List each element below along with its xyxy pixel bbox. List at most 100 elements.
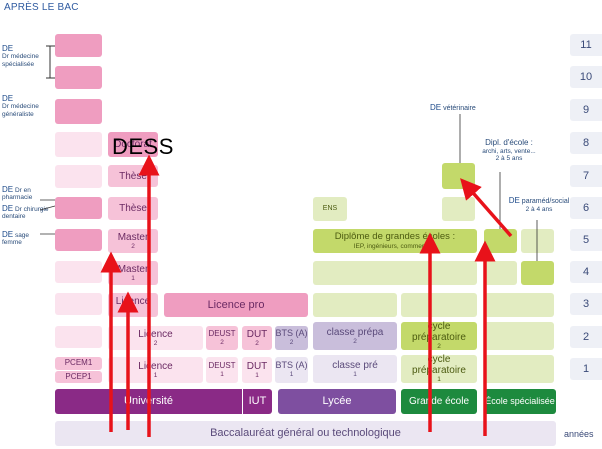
cycle-prep-y1: cycle préparatoire 1 [401,354,477,384]
side-text: Dr en pharmacie [2,187,33,202]
connector-lines [40,199,56,235]
dipl-ecole-years: 2 à 5 ans [495,155,523,163]
dut-y2-num: 2 [255,339,259,347]
ens-box: ENS [313,197,347,221]
year-label-1: 1 [570,358,602,380]
classe-pre-y1: classe pré 1 [313,355,397,383]
bar-grande-ecole: Grande école [401,389,477,414]
dut-y1: DUT 1 [242,357,272,383]
med-block-y3 [55,293,102,315]
bar-iut-label: IUT [248,395,267,408]
es-block-y6 [442,197,475,221]
bts-y2: BTS (A) 2 [275,326,308,350]
pcem1-label: PCEM1 [64,358,93,368]
med-block-y11 [55,34,102,57]
de-label: DE [2,185,14,194]
side-text: Dr médecine spécialisée [2,53,39,68]
cycle-prep-y1-title: cycle préparatoire [412,354,466,377]
ge-block-y3-right [401,293,477,317]
dut-y1-num: 1 [255,371,259,379]
ens-label: ENS [322,205,338,213]
med-block-y6 [55,197,102,219]
year-label-4: 4 [570,261,602,283]
master-y4-title: Master [117,263,149,275]
cycle-prep-y2-title: cycle préparatoire [412,321,466,344]
bracket-lines [46,45,55,79]
bar-ecole-specialisee-label: École spécialisée [485,395,555,406]
licence-y2-num: 2 [153,339,158,347]
bar-lycee-label: Lycée [322,395,352,408]
bts-y1: BTS (A) 1 [275,357,308,383]
de-veterinaire-label: DE vétérinaire [430,103,476,112]
ge-block-y3-left [313,293,397,317]
side-label-pharma: DE Dr en pharmacie [2,185,42,202]
these-y6: Thèse [108,197,158,220]
bar-iut: IUT [243,389,272,414]
med-block-y9 [55,99,102,124]
bts-y2-title: BTS (A) [275,328,308,339]
these-y7-label: Thèse [119,170,147,182]
cycle-prep-y1-num: 1 [437,376,441,384]
side-text: Dr chirurgie dentaire [2,206,49,221]
master-y4-num: 1 [131,274,135,282]
bar-grande-ecole-label: Grande école [408,396,470,407]
year-label-9: 9 [570,99,602,121]
deust-y1-title: DEUST [208,361,236,371]
doctorat-y8: Doctorat [108,132,158,157]
side-label-sage: DE sage femme [2,230,42,247]
ge-block-y4 [313,261,477,285]
year-label-8: 8 [570,132,602,154]
es-block-y2 [484,322,554,350]
bac-bar: Baccalauréat général ou technologique [55,421,556,446]
year-label-2: 2 [570,326,602,348]
bar-ecole-specialisee: École spécialisée [484,389,556,414]
de-label: DE [2,204,14,213]
years-axis-label: années [564,429,594,439]
dipl-ecole-title: Dipl. d'école : [485,138,533,147]
bac-label: Baccalauréat général ou technologique [210,427,401,440]
de-veterinaire-text: vétérinaire [443,105,476,112]
es-block-y3 [484,293,554,317]
licence-y1-num: 1 [153,371,158,379]
de-label: DE [2,44,14,53]
side-label-chir: DE Dr chirurgie dentaire [2,204,54,221]
diplome-grandes-ecoles: Diplôme de grandes écoles : IEP, ingénie… [313,229,477,253]
page-title: APRÈS LE BAC [4,2,79,13]
licence-y1: Licence 1 [108,357,203,383]
deust-y1-num: 1 [220,370,224,378]
diplome-title: Diplôme de grandes écoles : [334,231,456,243]
year-label-6: 6 [570,197,602,219]
dipl-ecole-label: Dipl. d'école : archi, arts, vente... 2 … [474,138,544,163]
de-label: DE [508,196,520,205]
licence-y2: Licence 2 [108,326,203,350]
es-block-y1 [484,355,554,383]
pcep1-label: PCEP1 [65,371,92,381]
side-label-med-gen: DE Dr médecine généraliste [2,94,48,118]
de-paramed-years: 2 à 4 ans [525,206,553,214]
side-text: sage femme [2,232,30,247]
these-y6-label: Thèse [119,203,147,214]
year-label-7: 7 [570,165,602,187]
side-label-med-spec: DE Dr médecine spécialisée [2,44,48,68]
ecole-spec-leader-lines [459,114,538,261]
de-paramed-text: paraméd/social [521,198,570,205]
classe-prepa-y2-num: 2 [353,337,357,345]
dut-y2: DUT 2 [242,326,272,350]
licence-pro-label: Licence pro [207,298,265,311]
year-label-10: 10 [570,66,602,88]
dut-y1-title: DUT [246,360,268,372]
med-block-y7 [55,165,102,188]
pcem1-box: PCEM1 [55,357,102,370]
de-paramed-label: DE paraméd/social 2 à 4 ans [506,196,572,214]
dipl-ecole-sub: archi, arts, vente... [482,147,536,155]
licence-y2-title: Licence [138,328,173,340]
classe-prepa-y2-title: classe prépa [326,326,384,338]
deust-y1: DEUST 1 [206,357,238,383]
dut-y2-title: DUT [246,328,268,340]
classe-prepa-y2: classe prépa 2 [313,322,397,350]
master-y5-title: Master [117,231,149,243]
de-label: DE [430,103,442,112]
es-block-y5-right [521,229,554,253]
licence-pro: Licence pro [164,293,308,317]
